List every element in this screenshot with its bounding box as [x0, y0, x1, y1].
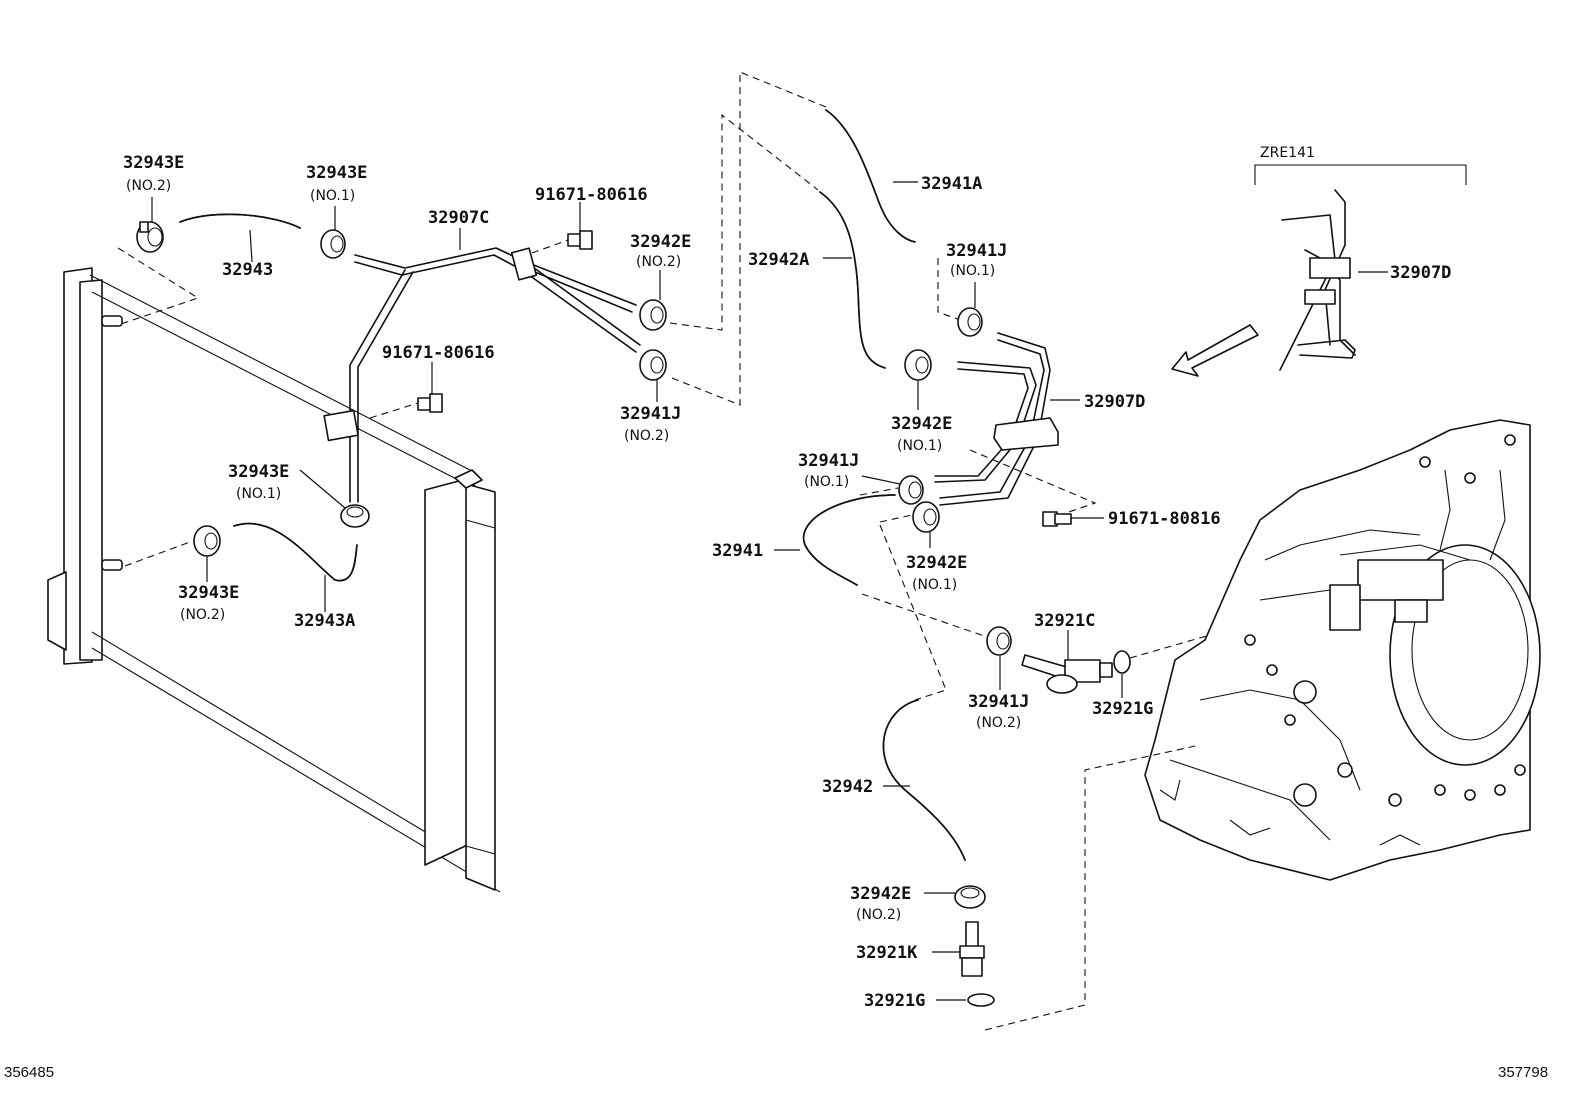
clamp-32942E-no1-mid	[904, 349, 932, 381]
bolt-91671-80616-mid	[417, 393, 443, 413]
clamp-32942E-no1-low	[912, 501, 940, 533]
label-32943E-no1-mid-sub: (NO.1)	[236, 486, 281, 502]
fittings	[959, 650, 1131, 1007]
transmission-housing	[1144, 419, 1541, 881]
label-32943A[interactable]: 32943A	[294, 611, 355, 631]
footer-left-id: 356485	[4, 1064, 54, 1081]
bolt-91671-80616-top	[567, 230, 593, 250]
clamp-32942E-no2-bot	[954, 885, 986, 909]
label-32942E-no2-bot-sub: (NO.2)	[856, 907, 901, 923]
bolts	[417, 230, 1072, 527]
label-91671-80816[interactable]: 91671-80816	[1108, 509, 1221, 529]
label-32942E-no2-bot[interactable]: 32942E	[850, 884, 911, 904]
label-32941J-no2-low-sub: (NO.2)	[976, 715, 1021, 731]
label-32941[interactable]: 32941	[712, 541, 763, 561]
oil-cooler-pipe-32907C	[323, 247, 641, 503]
label-32941J-no2-low[interactable]: 32941J	[968, 692, 1029, 712]
bolt-91671-80816	[1042, 511, 1072, 527]
label-91671-80616-mid[interactable]: 91671-80616	[382, 343, 495, 363]
part-labels: 32943E (NO.2) 32943E (NO.1) 32943 32907C…	[123, 145, 1451, 1011]
label-32941J-no1-mid-sub: (NO.1)	[804, 474, 849, 490]
union-32921K	[959, 921, 985, 977]
label-32943E-no1-top[interactable]: 32943E	[306, 163, 367, 183]
label-32942A[interactable]: 32942A	[748, 250, 809, 270]
leader-lines	[151, 181, 1388, 1001]
label-32941J-no2-top-sub: (NO.2)	[624, 428, 669, 444]
hoses	[179, 109, 966, 861]
label-32943E-no2-top-sub: (NO.2)	[126, 178, 171, 194]
assembly-guide-lines	[114, 71, 1211, 1031]
label-32921G-right[interactable]: 32921G	[1092, 699, 1153, 719]
label-32942E-no1-mid[interactable]: 32942E	[891, 414, 952, 434]
label-zre141: ZRE141	[1260, 145, 1315, 161]
radiator-assembly	[47, 267, 501, 893]
label-32921C[interactable]: 32921C	[1034, 611, 1095, 631]
label-32941J-no1-top[interactable]: 32941J	[946, 241, 1007, 261]
hose-clamps	[136, 221, 1012, 909]
label-32907D-inset[interactable]: 32907D	[1390, 263, 1451, 283]
o-ring-32921G-bot	[967, 993, 995, 1007]
clamp-32941J-no1-mid	[898, 475, 924, 505]
label-32942E-no1-low-sub: (NO.1)	[912, 577, 957, 593]
label-32921K[interactable]: 32921K	[856, 943, 918, 963]
o-ring-32921G-right	[1113, 650, 1131, 674]
clamp-32942E-no2-top	[639, 299, 667, 331]
label-32943E-no1-mid[interactable]: 32943E	[228, 462, 289, 482]
footer-right-id: 357798	[1498, 1064, 1548, 1081]
clamp-32943E-no2-top	[136, 221, 164, 253]
label-32943E-no2-mid[interactable]: 32943E	[178, 583, 239, 603]
clamp-32943E-no1-mid	[340, 504, 370, 528]
clamp-32941J-no2-top	[639, 349, 667, 381]
clamp-32941J-no1-top	[957, 307, 983, 337]
label-32941J-no1-mid[interactable]: 32941J	[798, 451, 859, 471]
union-32921C	[1021, 654, 1113, 694]
clamp-32943E-no2-mid	[193, 525, 221, 557]
label-32943E-no2-top[interactable]: 32943E	[123, 153, 184, 173]
label-32943[interactable]: 32943	[222, 260, 273, 280]
label-32943E-no1-top-sub: (NO.1)	[310, 188, 355, 204]
label-32907D[interactable]: 32907D	[1084, 392, 1145, 412]
label-32941J-no2-top[interactable]: 32941J	[620, 404, 681, 424]
label-32907C[interactable]: 32907C	[428, 208, 489, 228]
label-32942[interactable]: 32942	[822, 777, 873, 797]
label-32941A[interactable]: 32941A	[921, 174, 982, 194]
oil-cooler-pipe-32907D	[934, 332, 1059, 506]
label-32942E-no2-top-sub: (NO.2)	[636, 254, 681, 270]
label-32941J-no1-top-sub: (NO.1)	[950, 263, 995, 279]
label-32921G-bot[interactable]: 32921G	[864, 991, 925, 1011]
label-91671-80616-top[interactable]: 91671-80616	[535, 185, 648, 205]
label-32943E-no2-mid-sub: (NO.2)	[180, 607, 225, 623]
clamp-32941J-no2-low	[986, 626, 1012, 656]
label-32942E-no1-low[interactable]: 32942E	[906, 553, 967, 573]
label-32942E-no1-mid-sub: (NO.1)	[897, 438, 942, 454]
label-32942E-no2-top[interactable]: 32942E	[630, 232, 691, 252]
zre141-inset	[1171, 164, 1467, 377]
clamp-32943E-no1-top	[320, 229, 346, 259]
